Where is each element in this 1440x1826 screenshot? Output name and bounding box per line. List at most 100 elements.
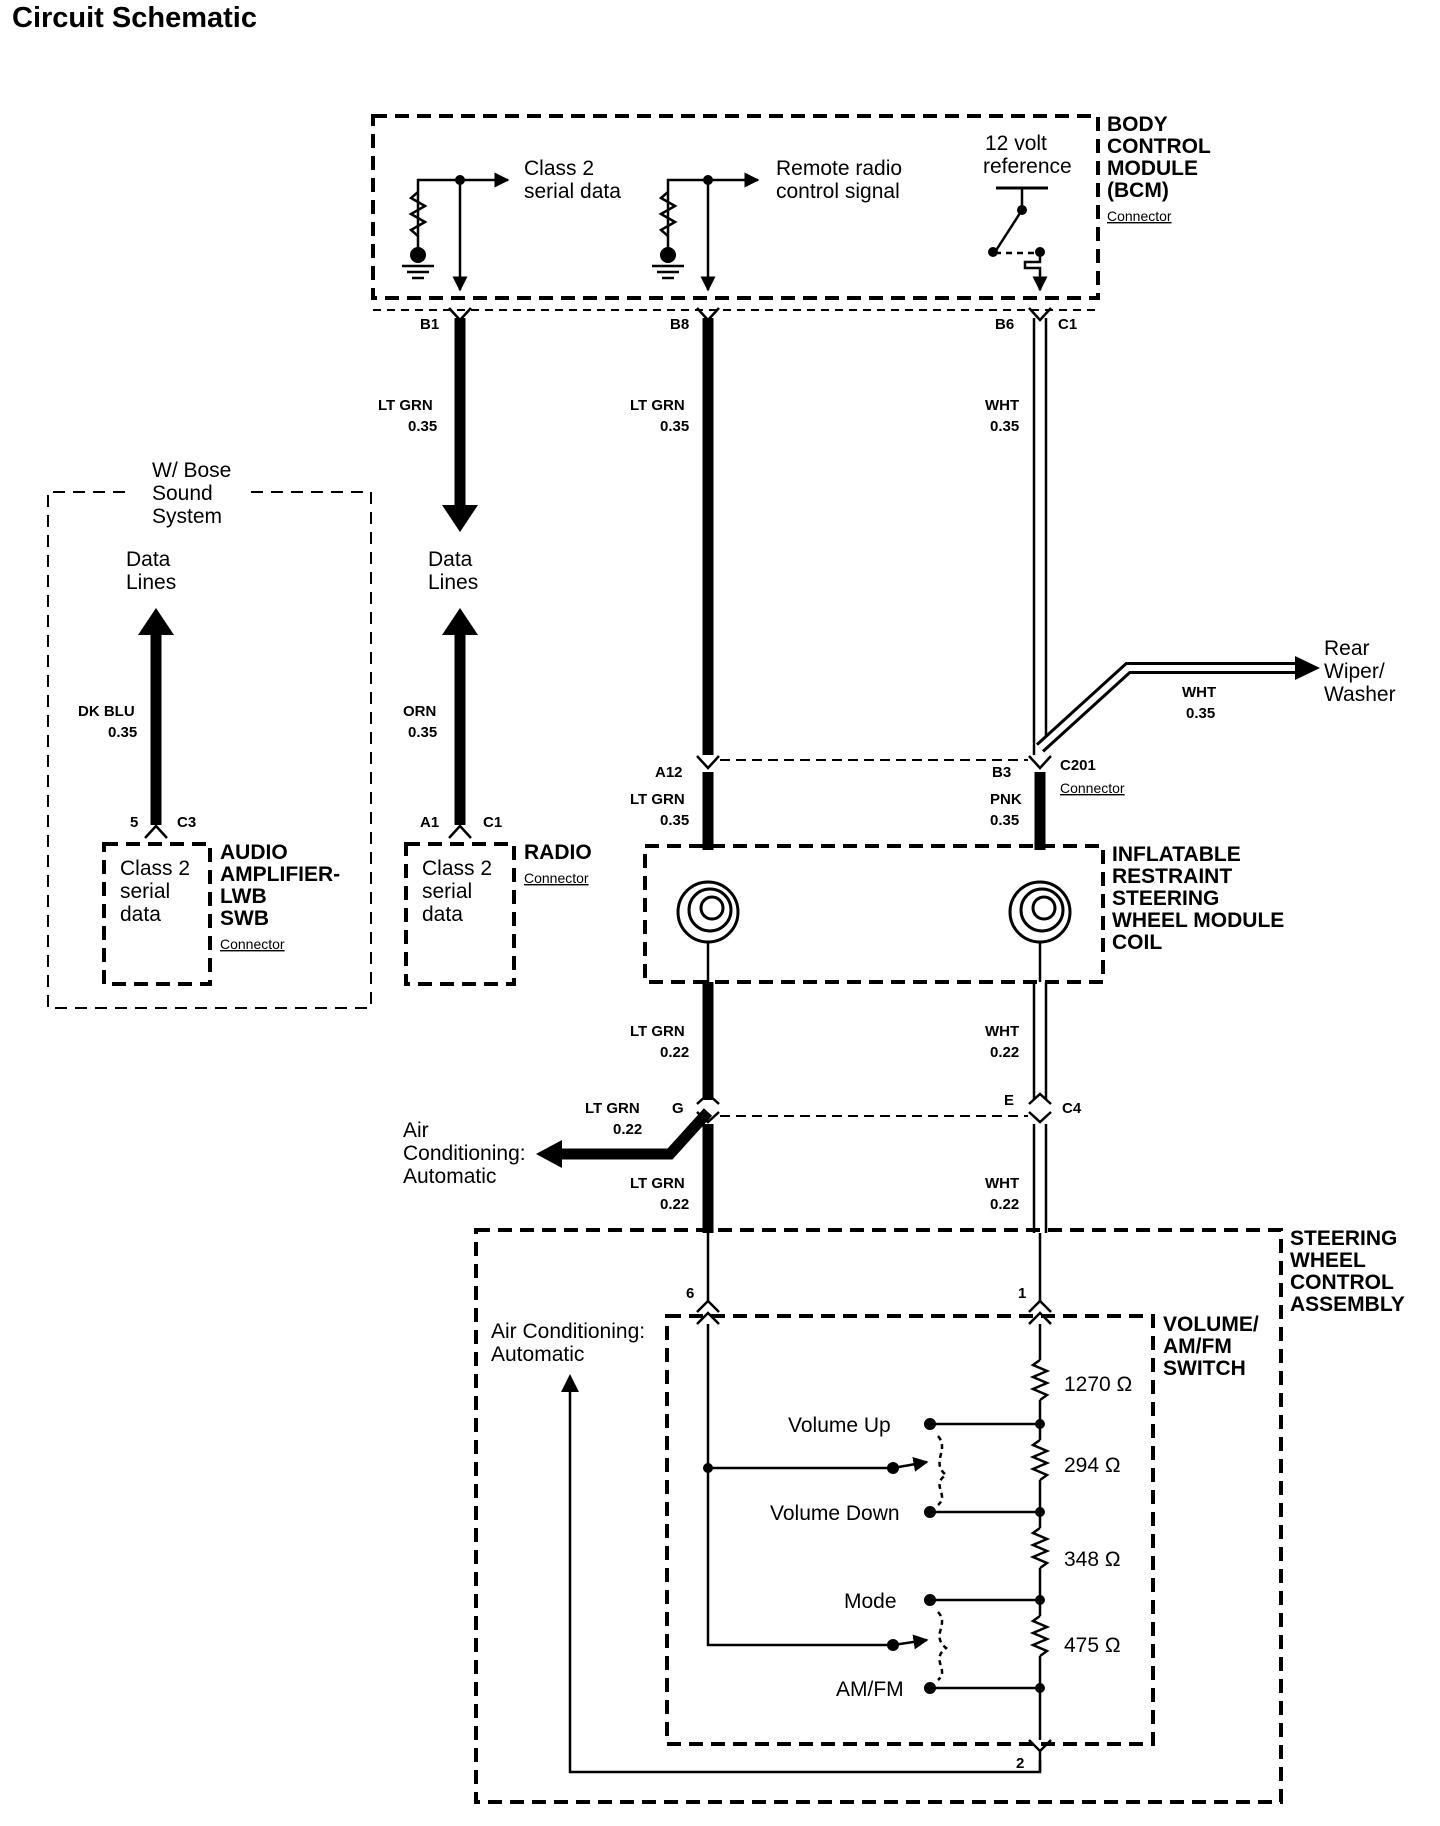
pin-a12: A12 bbox=[655, 764, 683, 781]
svg-text:LT GRN: LT GRN bbox=[630, 791, 685, 808]
svg-text:SWITCH: SWITCH bbox=[1163, 1357, 1246, 1380]
svg-text:AUDIO: AUDIO bbox=[220, 841, 288, 864]
svg-text:W/ Bose: W/ Bose bbox=[152, 459, 231, 482]
bcm-12v-circuit: 12 volt reference bbox=[983, 132, 1072, 292]
svg-text:C1: C1 bbox=[483, 814, 502, 831]
svg-text:0.35: 0.35 bbox=[990, 418, 1019, 435]
svg-text:PNK: PNK bbox=[990, 791, 1022, 808]
svg-text:LT GRN: LT GRN bbox=[630, 397, 685, 414]
svg-text:Lines: Lines bbox=[126, 571, 176, 594]
svg-text:0.22: 0.22 bbox=[660, 1044, 689, 1061]
switch-icon bbox=[892, 1435, 949, 1681]
wire-rear-wiper bbox=[1035, 656, 1320, 753]
svg-text:serial: serial bbox=[120, 880, 170, 903]
connector-icon bbox=[448, 307, 1052, 322]
pin-b8: B8 bbox=[670, 316, 689, 333]
svg-text:0.35: 0.35 bbox=[660, 418, 689, 435]
bose-system-group: W/ Bose Sound System Data Lines DK BLU 0… bbox=[47, 459, 372, 1009]
page-title: Circuit Schematic bbox=[12, 2, 257, 34]
svg-text:reference: reference bbox=[983, 155, 1072, 178]
coil-icon bbox=[1008, 880, 1072, 944]
svg-text:Class 2: Class 2 bbox=[120, 857, 190, 880]
svg-text:serial: serial bbox=[422, 880, 472, 903]
pin-6: 6 bbox=[686, 1285, 694, 1302]
svg-text:LWB: LWB bbox=[220, 885, 267, 908]
pin-1: 1 bbox=[1018, 1285, 1026, 1302]
svg-text:Automatic: Automatic bbox=[403, 1165, 496, 1188]
wire-b6 bbox=[1032, 318, 1048, 755]
resistor-1270: 1270 Ω bbox=[1064, 1373, 1132, 1396]
svg-text:C3: C3 bbox=[177, 814, 196, 831]
arrow-icon bbox=[442, 505, 478, 532]
svg-text:SWB: SWB bbox=[220, 907, 269, 930]
pin-2: 2 bbox=[1016, 1755, 1024, 1772]
svg-text:LT GRN: LT GRN bbox=[630, 1175, 685, 1192]
svg-text:Wiper/: Wiper/ bbox=[1324, 660, 1385, 683]
bcm-remote-circuit: Remote radio control signal bbox=[652, 157, 902, 292]
audio-amplifier: Class 2 serial data AUDIO AMPLIFIER- LWB… bbox=[102, 841, 340, 986]
conn-c201: C201 bbox=[1060, 757, 1096, 774]
wire-ac-auto bbox=[536, 1108, 713, 1168]
pin-g: G bbox=[672, 1100, 684, 1117]
connector-icon bbox=[696, 1299, 1052, 1325]
connector-icon bbox=[696, 1092, 1052, 1124]
svg-text:Washer: Washer bbox=[1324, 683, 1396, 706]
svg-text:serial data: serial data bbox=[524, 180, 621, 203]
svg-text:Conditioning:: Conditioning: bbox=[403, 1142, 526, 1165]
svg-text:WHT: WHT bbox=[985, 1175, 1019, 1192]
connector-icon bbox=[696, 755, 1052, 770]
svg-text:Connector: Connector bbox=[524, 870, 589, 886]
resistor-icon bbox=[1029, 1358, 1051, 1402]
svg-text:0.35: 0.35 bbox=[1186, 705, 1215, 722]
svg-text:0.35: 0.35 bbox=[108, 724, 137, 741]
svg-text:STEERING: STEERING bbox=[1290, 1227, 1397, 1250]
label-mode: Mode bbox=[844, 1590, 897, 1613]
ground-icon bbox=[402, 191, 434, 280]
svg-text:0.35: 0.35 bbox=[660, 812, 689, 829]
svg-text:WHT: WHT bbox=[985, 1023, 1019, 1040]
svg-text:STEERING: STEERING bbox=[1112, 887, 1219, 910]
svg-text:MODULE: MODULE bbox=[1107, 157, 1198, 180]
bcm-module: BODY CONTROL MODULE (BCM) Connector Clas… bbox=[371, 113, 1211, 311]
svg-text:data: data bbox=[120, 903, 161, 926]
svg-text:WHT: WHT bbox=[1182, 684, 1216, 701]
svg-text:LT GRN: LT GRN bbox=[378, 397, 433, 414]
svg-text:0.22: 0.22 bbox=[990, 1044, 1019, 1061]
bcm-connector-label: Connector bbox=[1107, 208, 1172, 224]
svg-text:RADIO: RADIO bbox=[524, 841, 592, 864]
svg-text:0.35: 0.35 bbox=[408, 418, 437, 435]
svg-text:Air: Air bbox=[403, 1119, 429, 1142]
svg-text:ASSEMBLY: ASSEMBLY bbox=[1290, 1293, 1405, 1316]
svg-text:CONTROL: CONTROL bbox=[1107, 135, 1211, 158]
svg-text:LT GRN: LT GRN bbox=[630, 1023, 685, 1040]
svg-text:LT GRN: LT GRN bbox=[585, 1100, 640, 1117]
resistor-294: 294 Ω bbox=[1064, 1454, 1121, 1477]
svg-text:5: 5 bbox=[130, 814, 138, 831]
switch-icon bbox=[988, 209, 1045, 257]
ground-icon bbox=[652, 191, 684, 280]
svg-text:AM/FM: AM/FM bbox=[1163, 1335, 1232, 1358]
svg-text:Rear: Rear bbox=[1324, 637, 1370, 660]
volume-amfm-switch: VOLUME/ AM/FM SWITCH bbox=[665, 1313, 1259, 1746]
svg-text:Data: Data bbox=[428, 548, 473, 571]
svg-text:control signal: control signal bbox=[776, 180, 900, 203]
steering-wheel-control-assembly: STEERING WHEEL CONTROL ASSEMBLY 6 1 Air … bbox=[474, 1227, 1405, 1804]
arrow-icon bbox=[138, 608, 174, 635]
svg-text:data: data bbox=[422, 903, 463, 926]
svg-text:0.22: 0.22 bbox=[660, 1196, 689, 1213]
connector-icon bbox=[448, 824, 472, 839]
svg-text:A1: A1 bbox=[420, 814, 439, 831]
svg-text:Lines: Lines bbox=[428, 571, 478, 594]
svg-text:WHT: WHT bbox=[985, 397, 1019, 414]
label-amfm: AM/FM bbox=[836, 1678, 904, 1701]
resistor-475: 475 Ω bbox=[1064, 1634, 1121, 1657]
conn-c4: C4 bbox=[1062, 1100, 1082, 1117]
svg-text:0.35: 0.35 bbox=[990, 812, 1019, 829]
svg-text:0.22: 0.22 bbox=[990, 1196, 1019, 1213]
svg-text:BODY: BODY bbox=[1107, 113, 1168, 136]
svg-text:AMPLIFIER-: AMPLIFIER- bbox=[220, 863, 340, 886]
label-volume-down: Volume Down bbox=[770, 1502, 900, 1525]
svg-text:WHEEL MODULE: WHEEL MODULE bbox=[1112, 909, 1284, 932]
svg-text:(BCM): (BCM) bbox=[1107, 179, 1169, 202]
svg-text:Class 2: Class 2 bbox=[524, 157, 594, 180]
